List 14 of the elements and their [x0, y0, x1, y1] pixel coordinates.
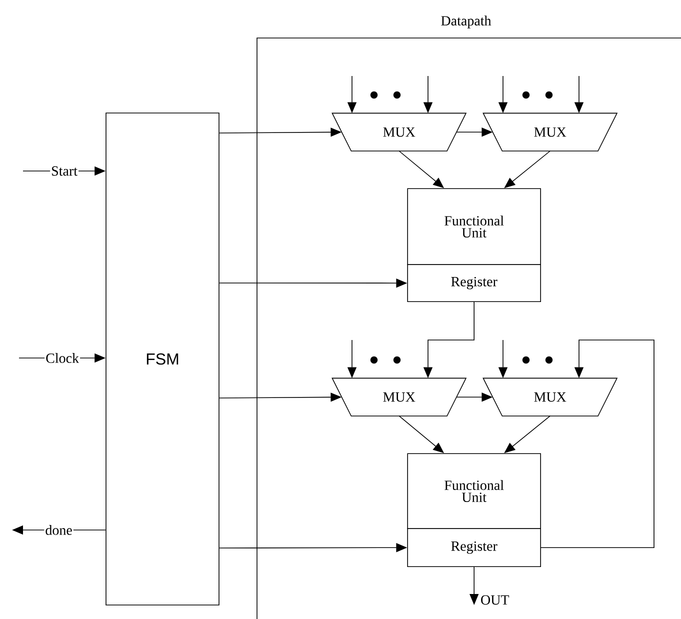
functional-unit-box: Functional Unit [407, 188, 541, 265]
functional-unit-box: Functional Unit [407, 453, 541, 529]
mux-trapezoid: MUX [332, 112, 467, 152]
edge-label: Clock [44, 352, 80, 364]
register-box: Register [407, 264, 541, 302]
edge-label: OUT [481, 595, 510, 605]
mux-trapezoid: MUX [332, 378, 467, 416]
fsm-box: FSM [106, 112, 220, 606]
mux-trapezoid: MUX [482, 112, 618, 152]
edge-label: done [44, 524, 74, 536]
edge-label: Start [50, 165, 79, 177]
arrow [540, 340, 654, 548]
mux-trapezoid: MUX [482, 378, 618, 416]
register-box: Register [407, 528, 541, 567]
